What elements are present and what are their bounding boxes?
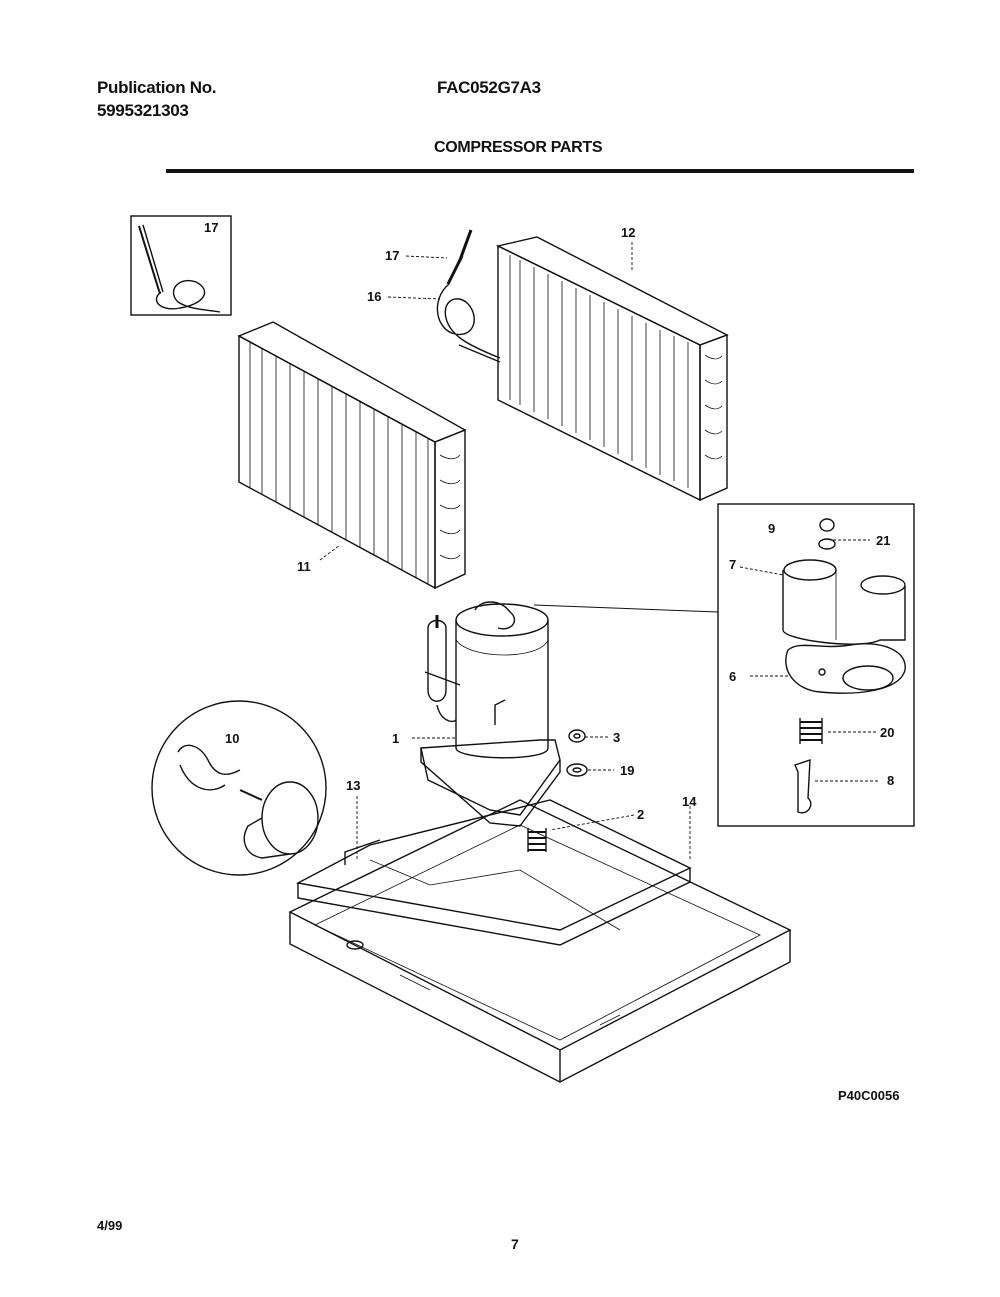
model-number: FAC052G7A3 (437, 78, 541, 97)
callout-19: 19 (620, 763, 634, 778)
callout-16: 16 (367, 289, 381, 304)
base-pan-14 (288, 799, 792, 1083)
callout-12: 12 (621, 225, 635, 240)
callout-13: 13 (346, 778, 360, 793)
callout-6: 6 (729, 669, 736, 684)
callout-20: 20 (880, 725, 894, 740)
callout-labels: 17 17 16 12 11 9 21 7 6 20 8 10 1 3 19 1… (204, 220, 894, 822)
callout-1: 1 (392, 731, 399, 746)
compressor-1 (420, 601, 561, 827)
callout-3: 3 (613, 730, 620, 745)
inset-compressor-terminal-parts (533, 503, 915, 827)
evaporator-coil-12 (495, 236, 729, 502)
leader-lines (319, 242, 878, 860)
figure-code: P40C0056 (838, 1088, 900, 1103)
mounting-hardware-2-3-19 (527, 729, 588, 852)
inset-circle-10 (151, 700, 327, 876)
publication-number: 5995321303 (97, 101, 189, 120)
condenser-coil-11 (237, 321, 467, 590)
header-rule (166, 169, 914, 173)
callout-9: 9 (768, 521, 775, 536)
callout-17: 17 (385, 248, 399, 263)
publication-label: Publication No. (97, 78, 217, 97)
callout-14: 14 (682, 794, 697, 809)
callout-7: 7 (729, 557, 736, 572)
callout-8: 8 (887, 773, 894, 788)
section-title: COMPRESSOR PARTS (434, 139, 603, 156)
callout-17-inset: 17 (204, 220, 218, 235)
base-plate-13 (295, 799, 692, 946)
page-number: 7 (511, 1236, 519, 1252)
inset-capillary-17 (130, 215, 232, 316)
capillary-tube-16-17 (436, 229, 501, 363)
callout-11: 11 (297, 559, 311, 574)
callout-10: 10 (225, 731, 239, 746)
callout-21: 21 (876, 533, 890, 548)
revision-date: 4/99 (97, 1218, 123, 1233)
callout-2: 2 (637, 807, 644, 822)
